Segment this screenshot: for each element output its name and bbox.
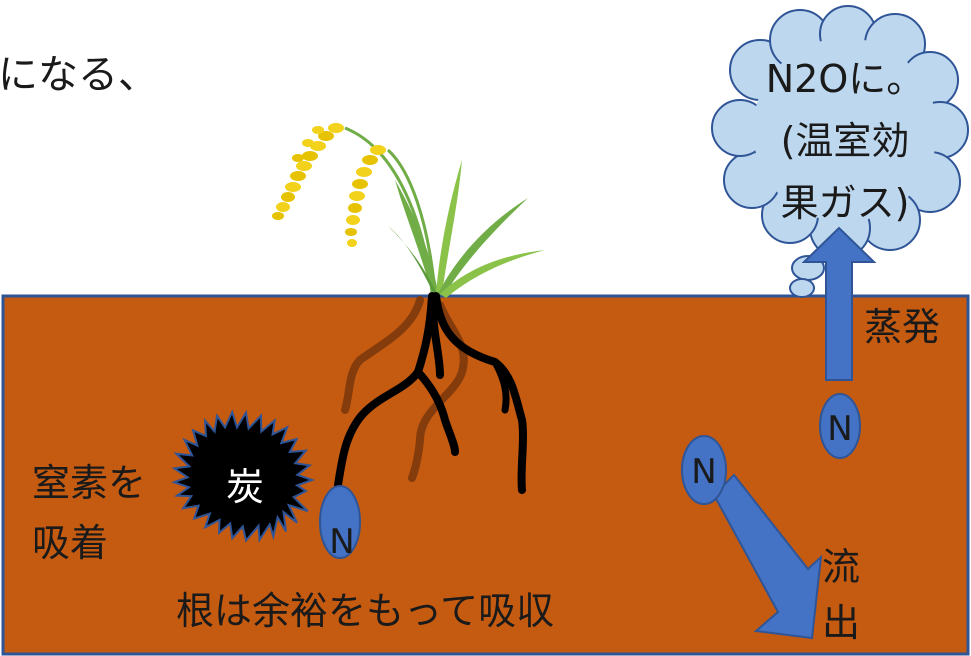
outflow-label-line-2: 出 [822,601,860,645]
adsorb-label-line-2: 吸着 [32,521,108,565]
cloud-text-line-3: 果ガス) [781,181,910,225]
outflow-label-line-1: 流 [822,545,860,589]
evaporation-arrow [801,226,877,381]
evaporation-label: 蒸発 [864,305,940,349]
adsorb-label-line-1: 窒素を [32,461,146,505]
rice-plant [272,123,545,298]
rice-grain-left [272,123,344,220]
cloud-text-line-2: (温室効 [781,119,910,163]
nitrogen-near-root: N [319,485,361,562]
outflow-arrow [712,473,823,640]
cloud-text-line-1: N2Oに。 [766,57,925,101]
nitrogen-outflow: N [681,435,727,505]
plant-roots [334,292,527,494]
root-absorb-label: 根は余裕をもって吸収 [176,589,554,633]
rice-grain-right [345,145,386,247]
nitrogen-evaporation: N [819,393,861,459]
n2o-cloud [711,5,969,298]
heading-fragment: になる、 [0,52,158,98]
charcoal-label: 炭 [226,465,264,509]
svg-text:N: N [329,522,354,562]
charcoal-starburst [170,409,316,543]
svg-text:N: N [827,409,852,449]
svg-text:N: N [691,452,716,492]
